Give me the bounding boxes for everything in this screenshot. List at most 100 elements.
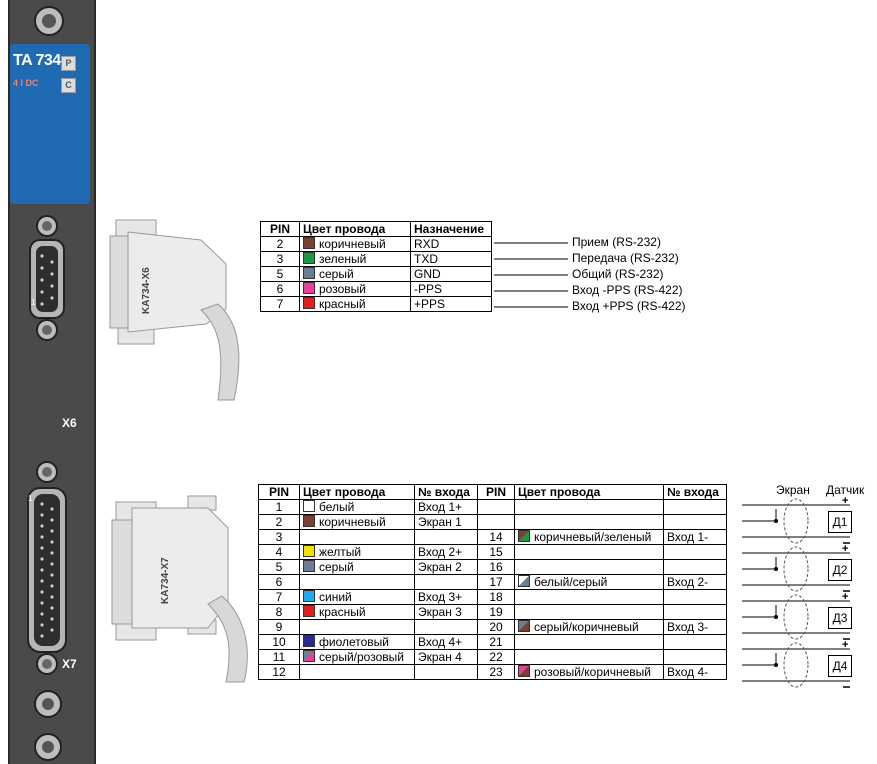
indicator-c: C xyxy=(61,78,76,93)
wire-color-cell-2: белый/серый xyxy=(514,574,664,590)
pin-cell-2-text: 23 xyxy=(489,665,503,679)
bottom-screw-icon xyxy=(34,733,62,761)
pin-cell-text: 5 xyxy=(276,267,284,281)
wire-color-swatch xyxy=(303,500,315,512)
pin-cell-text: 4 xyxy=(275,545,283,559)
sensor-box: Д4 xyxy=(828,655,852,677)
pin-cell-2-text: 18 xyxy=(489,590,503,604)
pin-cell-2: 20 xyxy=(477,619,515,635)
pin-cell-2 xyxy=(477,514,515,530)
signal-label: Прием (RS-232) xyxy=(572,235,661,249)
wire-color-text: белый xyxy=(319,500,355,514)
pin-cell: 7 xyxy=(258,589,300,605)
assignment-cell-text: -PPS xyxy=(414,282,443,296)
wire-color-swatch xyxy=(303,282,315,294)
wire-color-text-2: коричневый/зеленый xyxy=(534,530,652,544)
wire-color-cell: синий xyxy=(299,589,415,605)
db25-connector-x7 xyxy=(27,461,67,675)
pin-cell-text: 8 xyxy=(275,605,283,619)
header-pin: PIN xyxy=(258,484,300,500)
wire-color-text: желтый xyxy=(319,545,362,559)
wire-color-cell xyxy=(299,619,415,635)
table-header-row: PIN Цвет провода Назначение xyxy=(260,221,492,237)
input-cell-text: Экран 4 xyxy=(418,650,462,664)
pin-cell-2: 18 xyxy=(477,589,515,605)
label-panel xyxy=(10,44,90,204)
input-cell-2: Вход 2- xyxy=(663,574,727,590)
sensor-box: Д1 xyxy=(828,511,852,533)
header-wire-color: Цвет провода xyxy=(299,221,411,237)
wire-color-cell: красный xyxy=(299,604,415,620)
pin-cell-text: 2 xyxy=(276,237,284,251)
header-wire-color-2: Цвет провода xyxy=(514,484,664,500)
port-label-x7: X7 xyxy=(62,657,77,671)
screw-icon xyxy=(34,690,62,718)
input-cell: Экран 1 xyxy=(414,514,478,530)
assignment-cell: RXD xyxy=(410,236,492,252)
shield-icon xyxy=(783,546,809,592)
assignment-cell-text: GND xyxy=(414,267,441,281)
screen-label: Экран xyxy=(776,483,810,497)
wire-color-swatch xyxy=(303,237,315,249)
input-cell-text: Экран 3 xyxy=(418,605,462,619)
pin-cell-text: 6 xyxy=(276,282,284,296)
pin-cell-2: 23 xyxy=(477,664,515,680)
module-model: TA 734 xyxy=(13,52,61,69)
input-cell-2 xyxy=(663,559,727,575)
wire-color-swatch xyxy=(303,515,315,527)
wire-color-swatch xyxy=(303,650,315,662)
wire-color-cell-2 xyxy=(514,514,664,530)
pin-cell: 5 xyxy=(260,266,300,282)
input-cell-text: Вход 3+ xyxy=(418,590,463,604)
input-cell-2 xyxy=(663,589,727,605)
wire-color-text: фиолетовый xyxy=(319,635,390,649)
sensor-box: Д3 xyxy=(828,607,852,629)
wire-color-cell xyxy=(299,529,415,545)
table-row: 6 розовый -PPS xyxy=(260,281,492,297)
input-cell: Экран 2 xyxy=(414,559,478,575)
input-cell-2 xyxy=(663,604,727,620)
wire-color-text: красный xyxy=(319,297,366,311)
pin-cell-text: 10 xyxy=(272,635,286,649)
table-row: 10 фиолетовый Вход 4+ 21 xyxy=(258,634,727,650)
input-cell-text: Вход 4+ xyxy=(418,635,463,649)
wire-color-cell xyxy=(299,664,415,680)
pin-cell: 5 xyxy=(258,559,300,575)
wire-color-swatch xyxy=(303,545,315,557)
assignment-cell-text: RXD xyxy=(414,237,440,251)
shield-icon xyxy=(783,594,809,640)
pin-cell: 9 xyxy=(258,619,300,635)
wire-color-text: розовый xyxy=(319,282,366,296)
wire-color-text: серый xyxy=(319,267,354,281)
wire-color-text-2: серый/коричневый xyxy=(534,620,639,634)
wire-color-cell: розовый xyxy=(299,281,411,297)
pin-cell-2-text: 16 xyxy=(489,560,503,574)
input-cell-2 xyxy=(663,649,727,665)
pin-cell-2 xyxy=(477,499,515,515)
pinout-table-x7: PIN Цвет провода № входа PIN Цвет провод… xyxy=(258,484,727,680)
pin-cell-2: 21 xyxy=(477,634,515,650)
db9-connector-x6 xyxy=(29,215,65,341)
wire-color-text: синий xyxy=(319,590,352,604)
plug-x6 xyxy=(109,219,240,401)
input-cell xyxy=(414,574,478,590)
wire-color-cell-2: серый/коричневый xyxy=(514,619,664,635)
plus-sign: + xyxy=(842,591,849,603)
pin-cell-2: 14 xyxy=(477,529,515,545)
module-subtitle: 4 I DC xyxy=(13,78,39,88)
input-cell-2-text: Вход 2- xyxy=(667,575,709,589)
assignment-cell-text: TXD xyxy=(414,252,438,266)
table-header-row: PIN Цвет провода № входа PIN Цвет провод… xyxy=(258,484,727,500)
pin-cell-text: 3 xyxy=(275,530,283,544)
header-input-number-2: № входа xyxy=(663,484,727,500)
indicator-p: P xyxy=(61,56,76,71)
header-pin-2: PIN xyxy=(477,484,515,500)
pin-cell-2-text: 15 xyxy=(489,545,503,559)
